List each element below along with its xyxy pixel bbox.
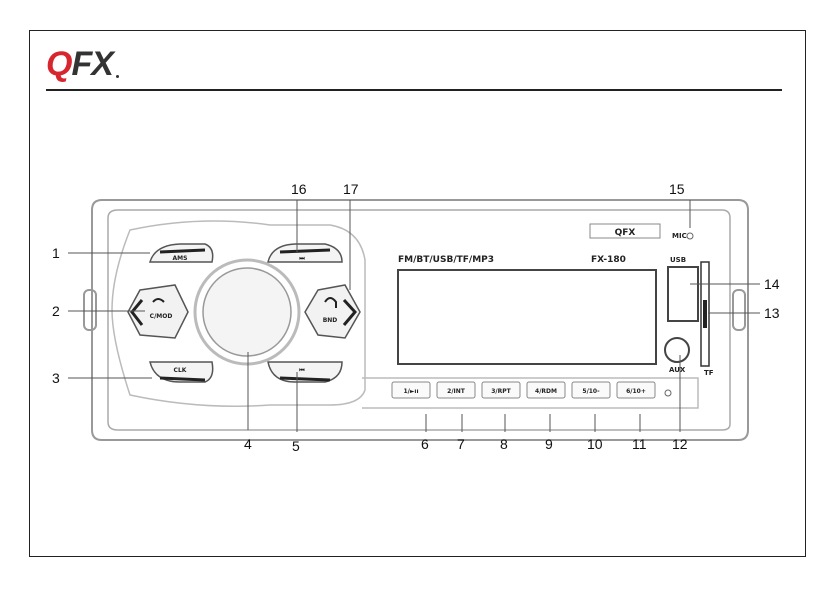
preset-label-2: 2/INT [447, 388, 466, 395]
ams-button[interactable]: AMS [150, 244, 213, 262]
usb-label: USB [670, 256, 686, 264]
callout-4: 4 [244, 436, 252, 452]
callout-10: 10 [587, 436, 603, 452]
callout-12: 12 [672, 436, 688, 452]
callout-15: 15 [669, 181, 685, 197]
callout-3: 3 [52, 370, 60, 386]
reset-hole [665, 390, 671, 396]
band-hangup-button[interactable]: BND [305, 285, 360, 338]
tf-label: TF [704, 369, 714, 377]
prev-icon: ⏮ [299, 367, 305, 374]
preset-label-4: 4/RDM [535, 388, 557, 395]
usb-port[interactable] [668, 267, 698, 321]
callout-6: 6 [421, 436, 429, 452]
preset-label-6: 6/10+ [626, 388, 646, 395]
left-clip [84, 290, 96, 330]
callout-1: 1 [52, 245, 60, 261]
clk-button[interactable]: CLK [150, 362, 213, 382]
next-track-button[interactable]: ⏭ [268, 244, 342, 262]
aux-jack[interactable] [665, 338, 689, 362]
callout-17: 17 [343, 181, 359, 197]
faceplate-logo: QFX [615, 228, 636, 238]
right-clip [733, 290, 745, 330]
clk-label: CLK [174, 367, 187, 374]
callout-16: 16 [291, 181, 307, 197]
call-mode-label: C/MOD [150, 313, 173, 320]
next-icon: ⏭ [299, 255, 305, 262]
tf-card-opening [703, 300, 707, 328]
preset-label-3: 3/RPT [491, 388, 511, 395]
callout-9: 9 [545, 436, 553, 452]
callout-5: 5 [292, 438, 300, 454]
callout-13: 13 [764, 305, 780, 321]
callout-11: 11 [632, 436, 647, 452]
callout-8: 8 [500, 436, 508, 452]
callout-7: 7 [457, 436, 465, 452]
preset-buttons: 1/►ıı 2/INT 3/RPT 4/RDM 5/10- 6/10+ [392, 382, 655, 398]
callout-14: 14 [764, 276, 780, 292]
preset-label-1: 1/►ıı [403, 388, 418, 395]
aux-label: AUX [669, 366, 686, 374]
prev-track-button[interactable]: ⏮ [268, 362, 342, 382]
callout-2: 2 [52, 303, 60, 319]
ams-label: AMS [173, 255, 188, 262]
model-label: FX-180 [591, 255, 626, 265]
mode-list: FM/BT/USB/TF/MP3 [398, 255, 494, 265]
mic-label: MIC [672, 232, 687, 240]
mic-hole [687, 233, 693, 239]
lcd-display [398, 270, 656, 364]
preset-label-5: 5/10- [582, 388, 600, 395]
band-label: BND [323, 317, 338, 324]
volume-knob[interactable] [195, 260, 299, 364]
